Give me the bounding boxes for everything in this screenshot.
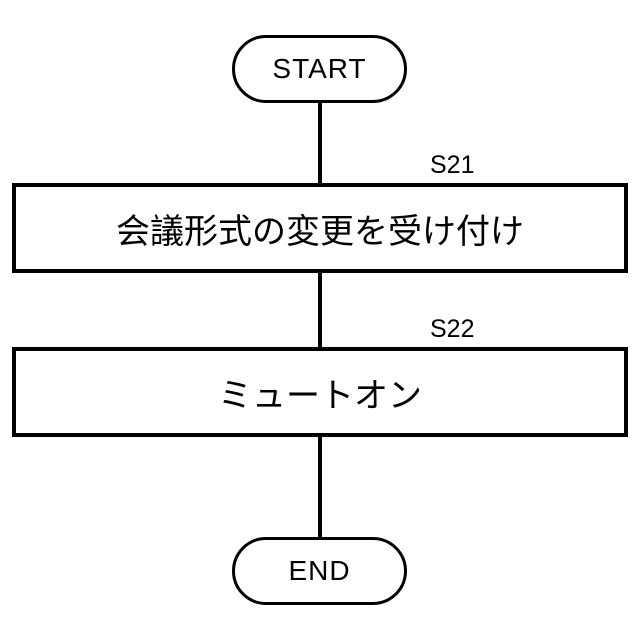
connector-start-to-s21 xyxy=(318,103,322,183)
connector-s21-to-s22 xyxy=(318,273,322,347)
end-terminal: END xyxy=(232,537,407,605)
step-label-s21: S21 xyxy=(430,151,475,179)
process-box-s21: 会議形式の変更を受け付け xyxy=(12,183,628,273)
start-terminal: START xyxy=(232,35,407,103)
connector-s22-to-end xyxy=(318,437,322,537)
process-box-s22: ミュートオン xyxy=(12,347,628,437)
process-box-s22-text: ミュートオン xyxy=(218,376,422,415)
end-terminal-label: END xyxy=(288,555,351,586)
step-label-s22: S22 xyxy=(430,315,475,343)
start-terminal-label: START xyxy=(272,53,367,84)
process-box-s21-text: 会議形式の変更を受け付け xyxy=(116,212,524,251)
